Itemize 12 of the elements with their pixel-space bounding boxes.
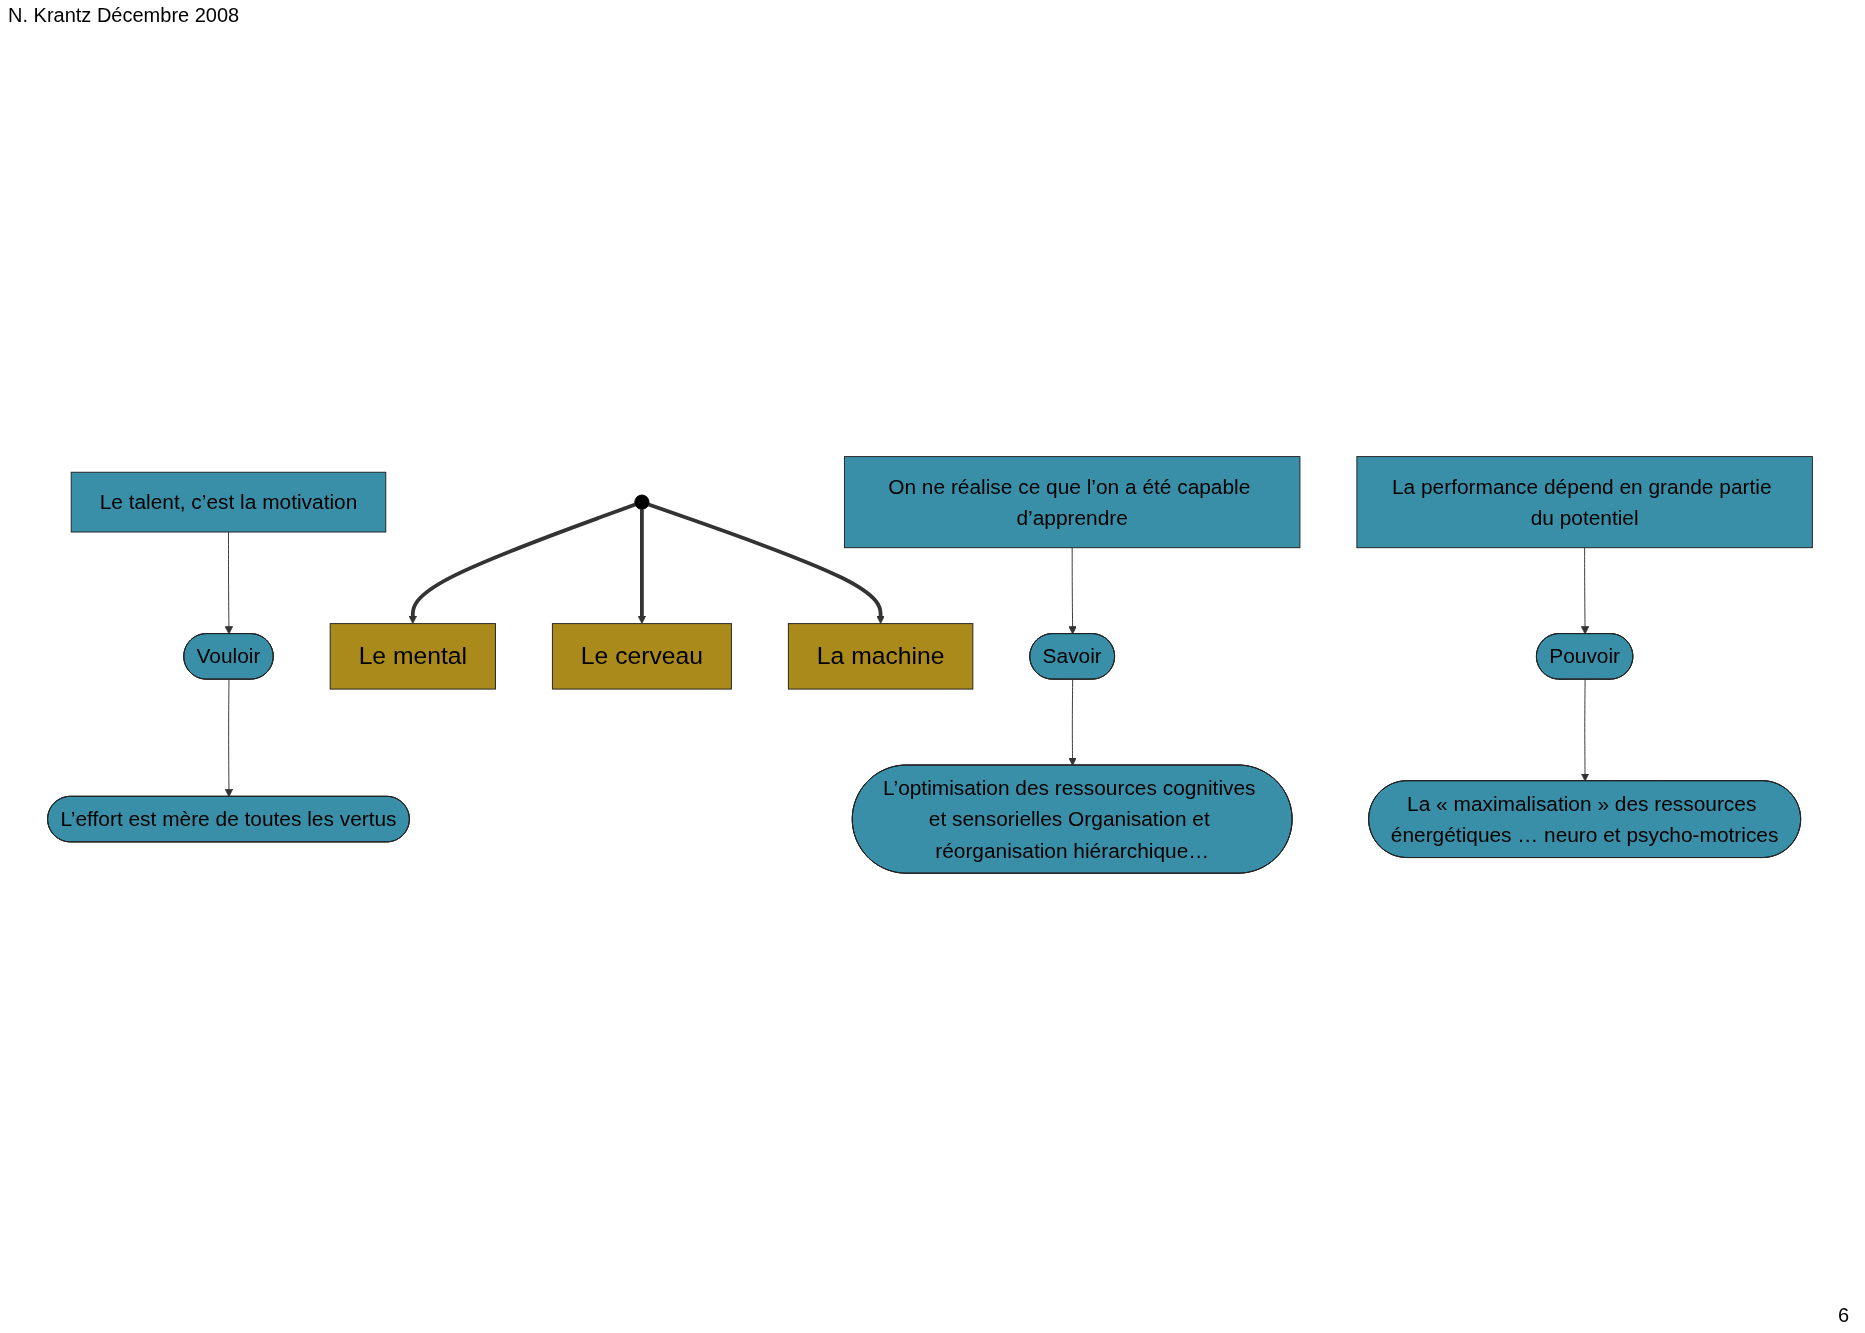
node-box: Le cerveau	[551, 623, 732, 690]
node-box: La performance dépend en grande partie du potentiel	[1356, 456, 1813, 549]
node-point	[634, 494, 650, 510]
page-number: 6	[1837, 1304, 1849, 1327]
arrow	[637, 509, 647, 625]
arrow	[408, 502, 636, 625]
author-note: N. Krantz Décembre 2008	[8, 4, 240, 27]
arrow	[648, 502, 885, 625]
node-box: On ne réalise ce que l’on a été capable d’apprendre	[843, 456, 1301, 549]
node-box: Le talent, c’est la motivation	[70, 471, 387, 533]
node-box: La machine	[787, 623, 974, 690]
node-box: Le mental	[329, 623, 496, 690]
